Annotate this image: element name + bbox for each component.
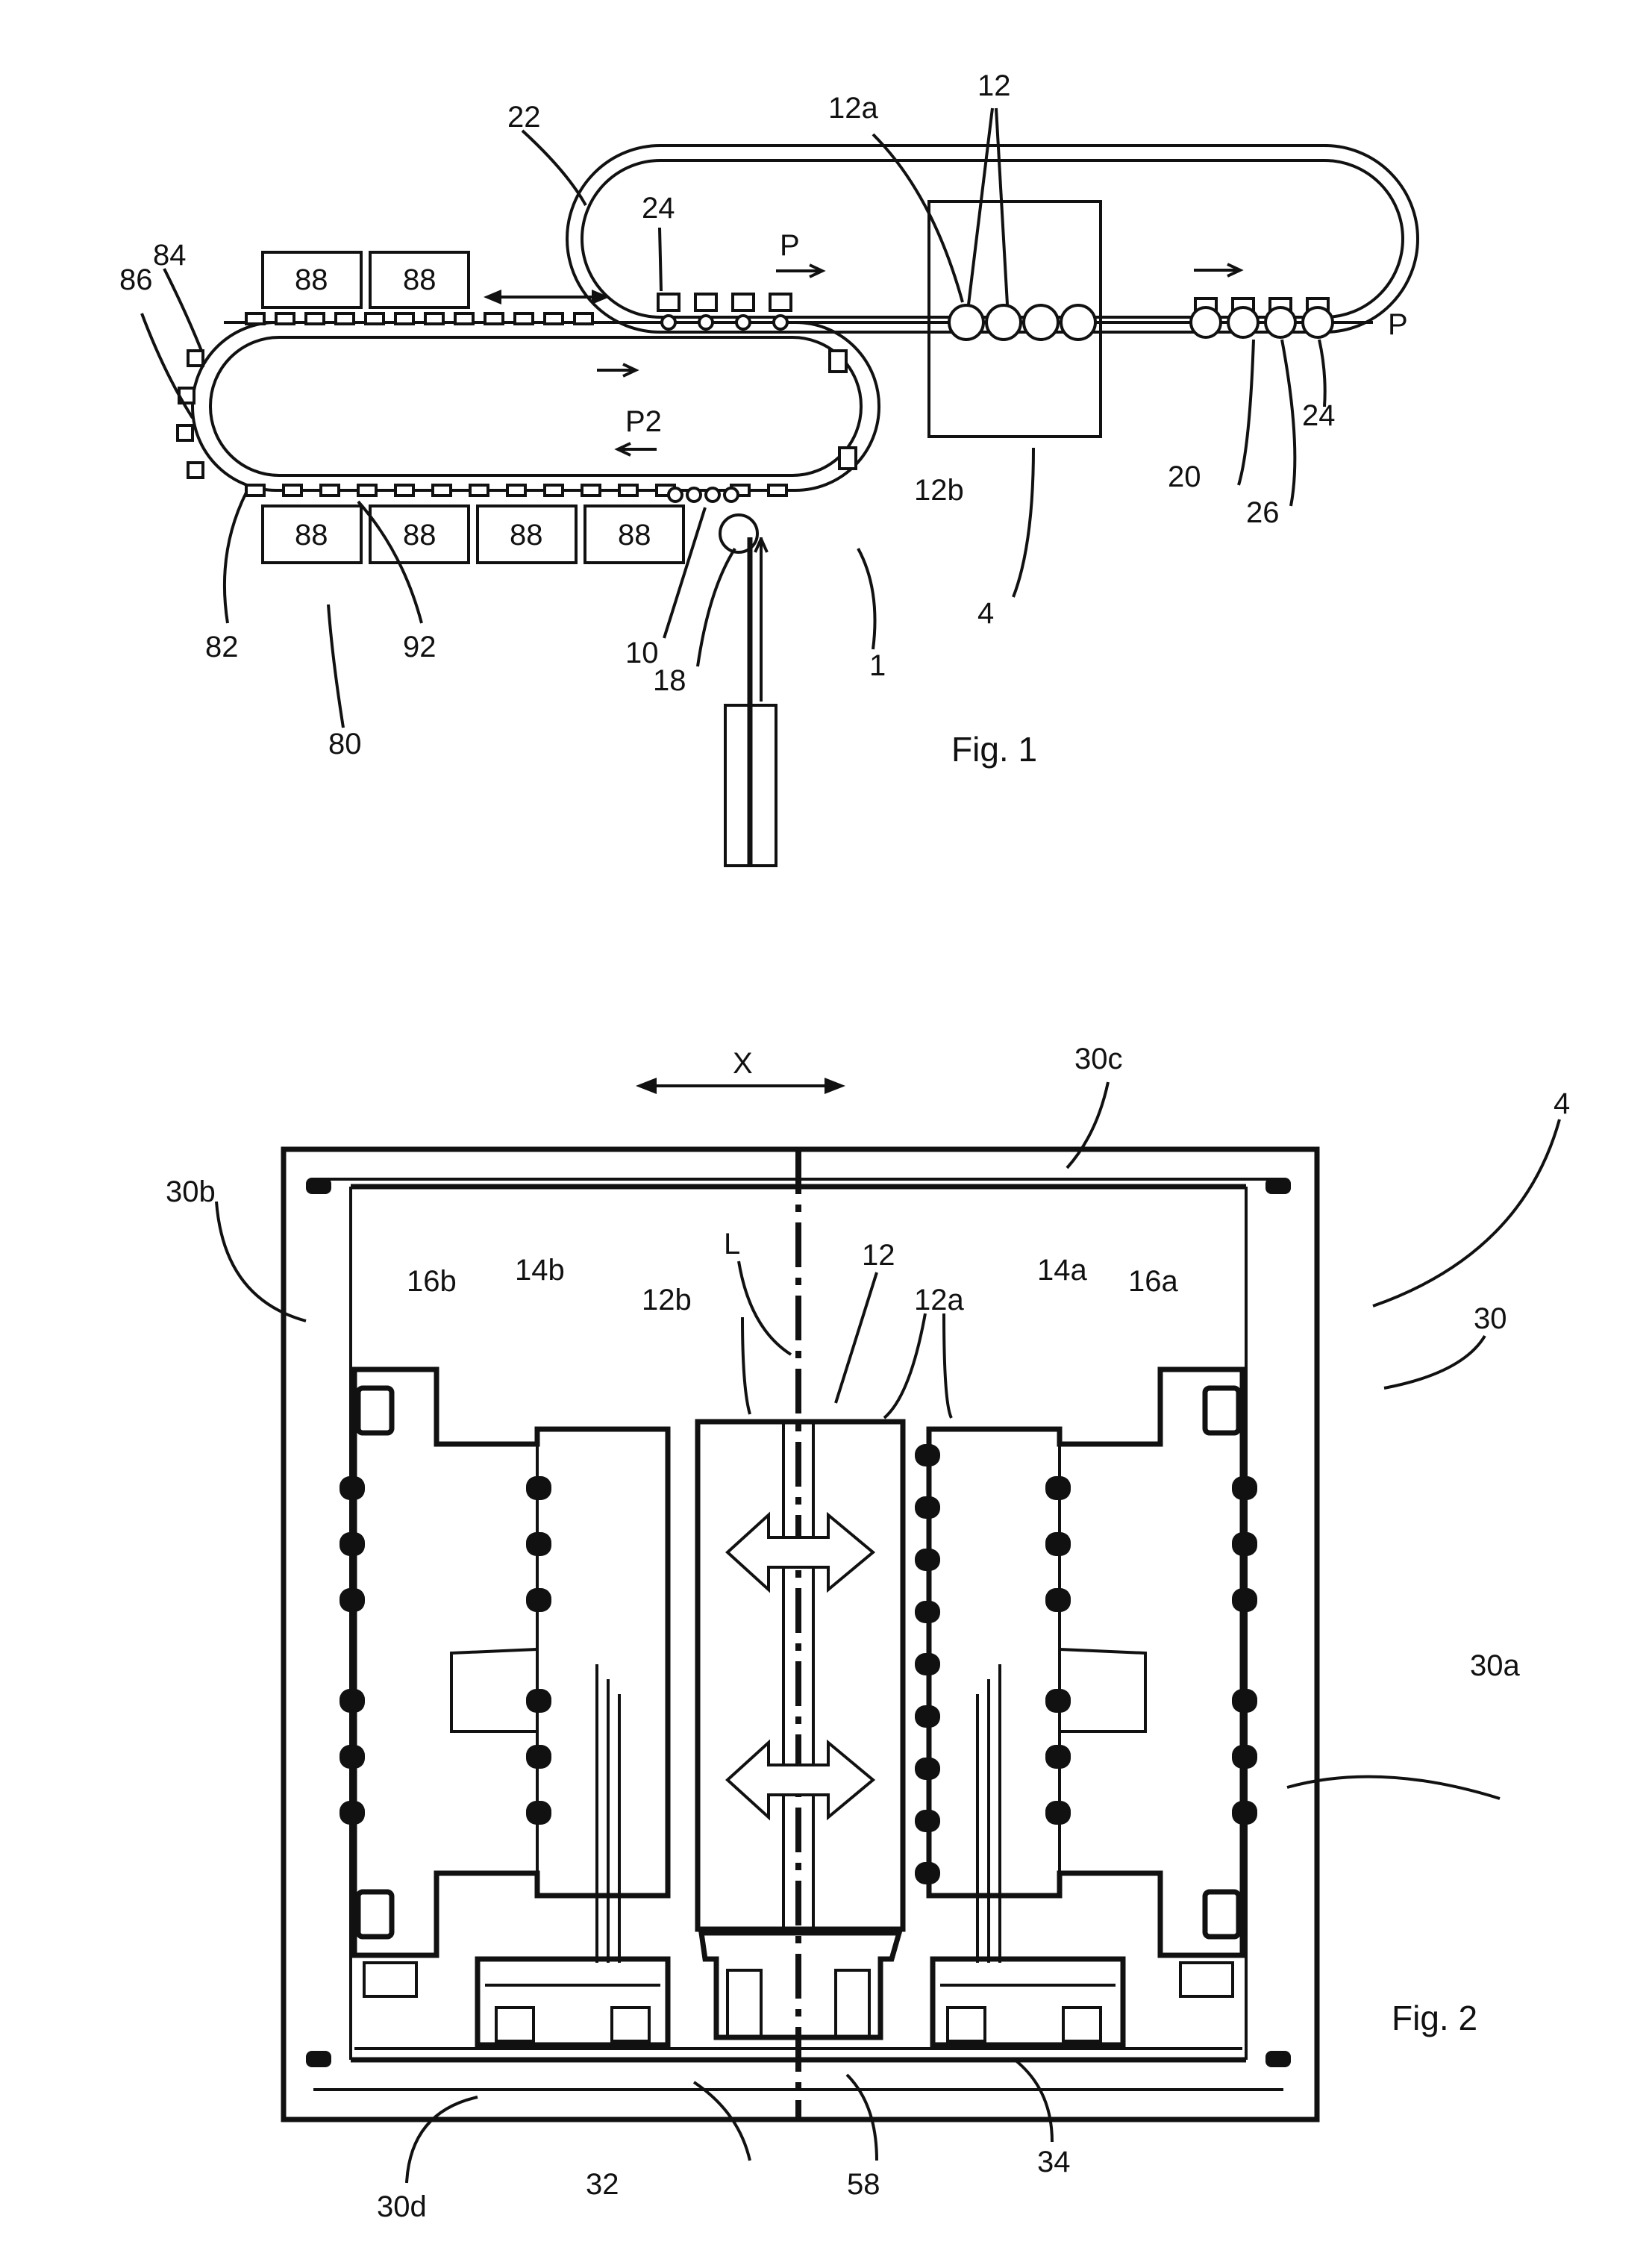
label-88-e: 88 bbox=[510, 519, 543, 552]
direction-arrow-lower-right bbox=[597, 364, 636, 376]
label-88-a: 88 bbox=[295, 263, 328, 296]
label-24-right: 24 bbox=[1302, 399, 1336, 432]
label-12: 12 bbox=[977, 69, 1011, 102]
label-p: P bbox=[780, 229, 800, 262]
label-30a: 30a bbox=[1470, 1649, 1520, 1682]
label-30b: 30b bbox=[166, 1175, 216, 1208]
figure-1-caption: Fig. 1 bbox=[951, 730, 1037, 769]
direction-arrow-lower-left bbox=[618, 443, 657, 455]
label-92: 92 bbox=[403, 631, 437, 663]
label-1: 1 bbox=[869, 649, 886, 682]
label-4: 4 bbox=[977, 597, 994, 630]
label-14a: 14a bbox=[1037, 1254, 1087, 1287]
label-p2: P2 bbox=[625, 405, 662, 438]
label-30: 30 bbox=[1474, 1302, 1507, 1335]
station-boxes bbox=[263, 252, 683, 563]
label-18: 18 bbox=[653, 664, 686, 697]
label-80: 80 bbox=[328, 728, 362, 760]
drive-unit-34 bbox=[933, 1959, 1123, 2045]
figure-2: X 30c 4 30 L 12 16b 14b 12b 12a 14a 16a … bbox=[166, 1043, 1570, 2223]
right-mold-half-14a bbox=[929, 1429, 1060, 1896]
label-16b: 16b bbox=[407, 1265, 457, 1298]
figure-1: 22 12a 12 24 P P 84 86 88 88 P2 88 88 88… bbox=[119, 69, 1418, 866]
preform-circles bbox=[949, 305, 1095, 340]
label-30d: 30d bbox=[377, 2190, 427, 2223]
fig1-leader-lines bbox=[142, 108, 1325, 728]
label-22: 22 bbox=[507, 101, 541, 134]
label-20: 20 bbox=[1168, 460, 1201, 493]
label-12b-fig2: 12b bbox=[642, 1284, 692, 1316]
label-12a-fig2: 12a bbox=[914, 1284, 964, 1316]
label-88-d: 88 bbox=[403, 519, 437, 552]
lower-conveyor-loop-inner bbox=[210, 337, 861, 475]
label-4-fig2: 4 bbox=[1554, 1087, 1570, 1120]
bolts-center-right bbox=[915, 1444, 940, 1884]
label-l: L bbox=[724, 1228, 740, 1260]
label-12b: 12b bbox=[914, 474, 964, 507]
label-x: X bbox=[733, 1047, 753, 1080]
label-58: 58 bbox=[847, 2168, 880, 2201]
direction-arrow-p bbox=[776, 265, 822, 277]
label-32: 32 bbox=[586, 2168, 619, 2201]
label-34: 34 bbox=[1037, 2146, 1071, 2178]
figure-2-caption: Fig. 2 bbox=[1392, 1999, 1477, 2037]
label-14b: 14b bbox=[515, 1254, 565, 1287]
label-26: 26 bbox=[1246, 496, 1280, 529]
lower-conveyor-loop bbox=[193, 322, 879, 490]
label-88-f: 88 bbox=[618, 519, 651, 552]
label-82: 82 bbox=[205, 631, 239, 663]
label-30c: 30c bbox=[1074, 1043, 1123, 1075]
lower-loop-carriers bbox=[178, 313, 856, 496]
label-88-c: 88 bbox=[295, 519, 328, 552]
left-mold-half-14b bbox=[537, 1429, 668, 1896]
label-84: 84 bbox=[153, 239, 187, 272]
label-86: 86 bbox=[119, 263, 153, 296]
drive-unit-32 bbox=[478, 1959, 668, 2045]
label-p-end: P bbox=[1388, 308, 1408, 341]
direction-arrow-right bbox=[1194, 264, 1240, 276]
label-16a: 16a bbox=[1128, 1265, 1178, 1298]
label-88-b: 88 bbox=[403, 263, 437, 296]
label-12a: 12a bbox=[828, 92, 878, 125]
label-24-top: 24 bbox=[642, 192, 675, 225]
label-12-fig2: 12 bbox=[862, 1239, 895, 1272]
